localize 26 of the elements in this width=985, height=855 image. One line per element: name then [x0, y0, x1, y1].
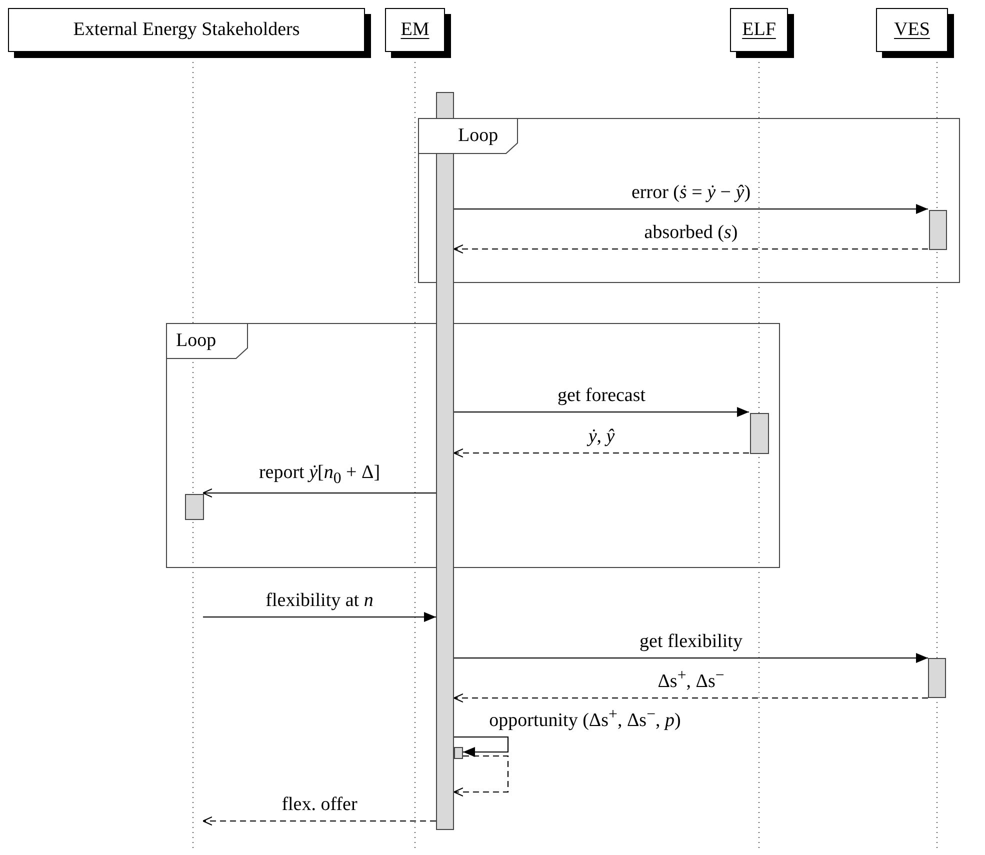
message-label: ẏ, ŷ: [585, 426, 618, 449]
participant-name: ELF: [742, 19, 776, 41]
activation-bar: [928, 658, 946, 698]
message-arrow: [454, 736, 509, 757]
message-arrow: [453, 244, 928, 254]
activation-bar: [750, 413, 769, 454]
activation-bar: [454, 747, 463, 759]
frame-label: Loop: [176, 330, 216, 352]
participant-name: External Energy Stakeholders: [73, 19, 300, 41]
participant-name: EM: [400, 19, 430, 41]
activation-bar: [436, 92, 454, 830]
frame-label: Loop: [458, 125, 498, 147]
message-arrow: [202, 816, 436, 826]
activation-bar: [929, 210, 947, 250]
message-arrow: [453, 448, 749, 458]
message-arrow: [453, 755, 509, 797]
loop-frame: [418, 118, 960, 283]
message-arrow: [454, 407, 749, 417]
message-arrow: [203, 612, 436, 622]
message-arrow: [454, 653, 928, 663]
message-arrow: [202, 488, 436, 498]
message-arrow: [454, 204, 928, 214]
loop-frame: [166, 323, 780, 568]
participant-name: VES: [894, 19, 930, 41]
message-arrow: [453, 693, 928, 703]
activation-bar: [185, 494, 204, 520]
